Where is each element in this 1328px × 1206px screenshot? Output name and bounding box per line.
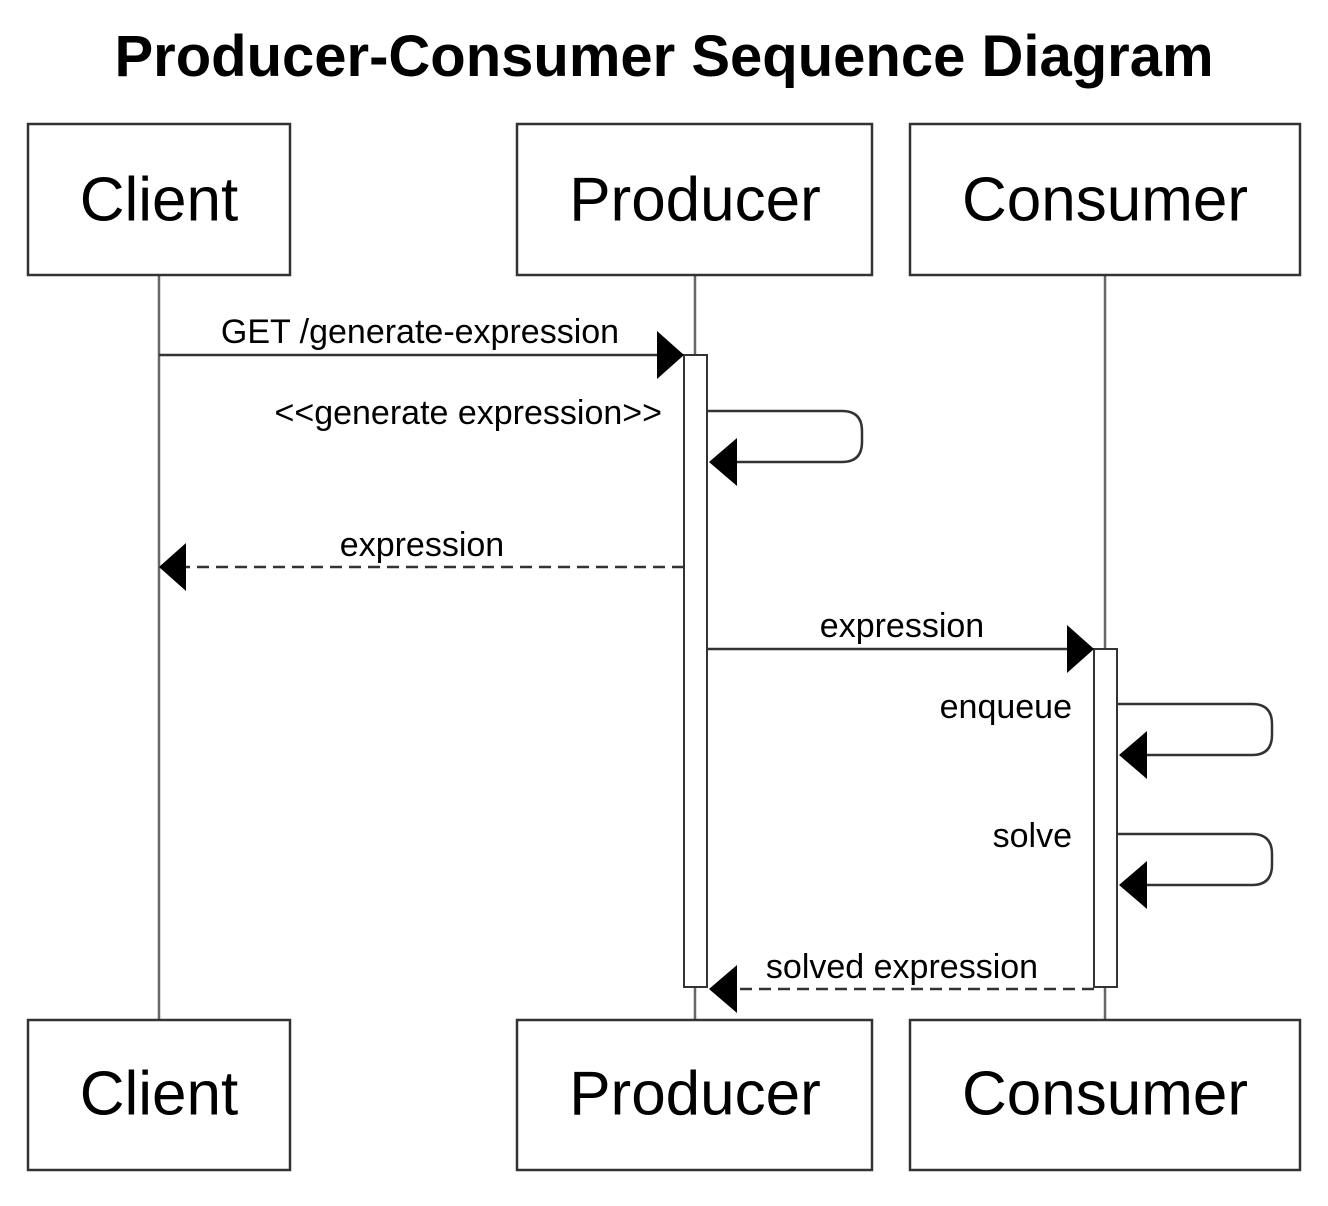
actor-top-client: Client [26, 122, 292, 277]
message-enqueue-self: enqueue [940, 688, 1274, 779]
activation-producer [683, 354, 708, 988]
actor-top-producer: Producer [515, 122, 874, 277]
message-label: enqueue [940, 688, 1072, 726]
arrowhead-right-icon [1067, 625, 1094, 673]
actor-bottom-producer-label: Producer [569, 1060, 821, 1129]
message-label: expression [820, 607, 984, 645]
actor-bottom-consumer-label: Consumer [962, 1060, 1248, 1129]
message-label: expression [340, 526, 504, 564]
actor-top-client-label: Client [80, 166, 239, 235]
arrowhead-right-icon [657, 331, 684, 379]
message-solve-self: solve [993, 817, 1274, 909]
arrowhead-left-icon [709, 438, 737, 486]
arrowhead-left-icon [159, 543, 186, 591]
diagram-title: Producer-Consumer Sequence Diagram [114, 24, 1213, 89]
actor-bottom-client-label: Client [80, 1060, 239, 1129]
message-label: GET /generate-expression [221, 313, 619, 351]
message-label: <<generate expression>> [274, 394, 662, 432]
arrowhead-left-icon [1119, 731, 1147, 779]
actor-bottom-producer: Producer [515, 1018, 874, 1172]
actor-bottom-client: Client [26, 1018, 292, 1172]
actor-bottom-consumer: Consumer [908, 1018, 1302, 1172]
actor-top-consumer: Consumer [908, 122, 1302, 277]
actor-top-producer-label: Producer [569, 166, 821, 235]
arrowhead-left-icon [1119, 861, 1147, 909]
arrowhead-left-icon [709, 965, 737, 1013]
message-get-generate-expression: GET /generate-expression [159, 313, 684, 379]
message-expression-return: expression [159, 526, 684, 591]
actor-top-consumer-label: Consumer [962, 166, 1248, 235]
message-expression-forward: expression [707, 607, 1094, 673]
message-generate-expression-self: <<generate expression>> [274, 394, 864, 486]
message-label: solved expression [766, 948, 1038, 986]
message-label: solve [993, 817, 1072, 855]
message-solved-expression-return: solved expression [709, 948, 1094, 1013]
activation-consumer [1093, 648, 1118, 988]
